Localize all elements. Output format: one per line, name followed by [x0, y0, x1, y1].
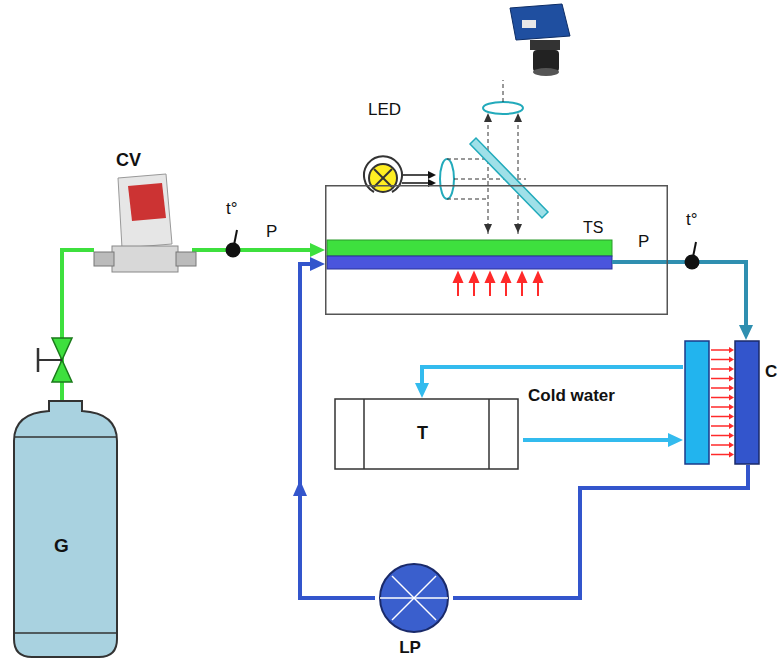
water-tank: T [330, 398, 523, 470]
heat-flux-arrows [454, 273, 542, 296]
node-label: CV [116, 150, 141, 171]
node-label: LED [368, 100, 401, 120]
gas-cylinder: G [5, 395, 126, 662]
node-label: T [330, 423, 515, 444]
test-section: TS [325, 185, 668, 315]
flow-arrow [293, 480, 307, 496]
optics [402, 80, 548, 236]
pipe-connector [668, 262, 753, 340]
node-label: LP [374, 638, 446, 658]
led-source: LED [362, 100, 414, 196]
box-outline [325, 185, 668, 315]
hx-outline [683, 340, 782, 465]
temperature-sensor [226, 230, 700, 270]
liquid-pump: LP [374, 562, 454, 662]
sensor-label: t° [686, 210, 698, 230]
node-label: G [5, 535, 118, 557]
pipe-connector [523, 433, 683, 447]
flow-controller: CV [88, 148, 198, 308]
camera-icon [510, 4, 570, 76]
node-label: C [765, 362, 777, 382]
pipe-connector [453, 465, 748, 598]
cv-outline [88, 148, 198, 308]
pipe-connector [192, 243, 325, 257]
cyl-outline [5, 395, 126, 662]
sensor-label: t° [226, 199, 238, 219]
heat-exchanger: C [683, 340, 782, 465]
node-label: TS [583, 219, 603, 237]
valve-symbol [38, 338, 72, 382]
edge-label: Cold water [526, 386, 617, 406]
sensor-label: P [638, 232, 649, 252]
sensor-label: P [266, 222, 277, 242]
test-channel [327, 240, 668, 269]
